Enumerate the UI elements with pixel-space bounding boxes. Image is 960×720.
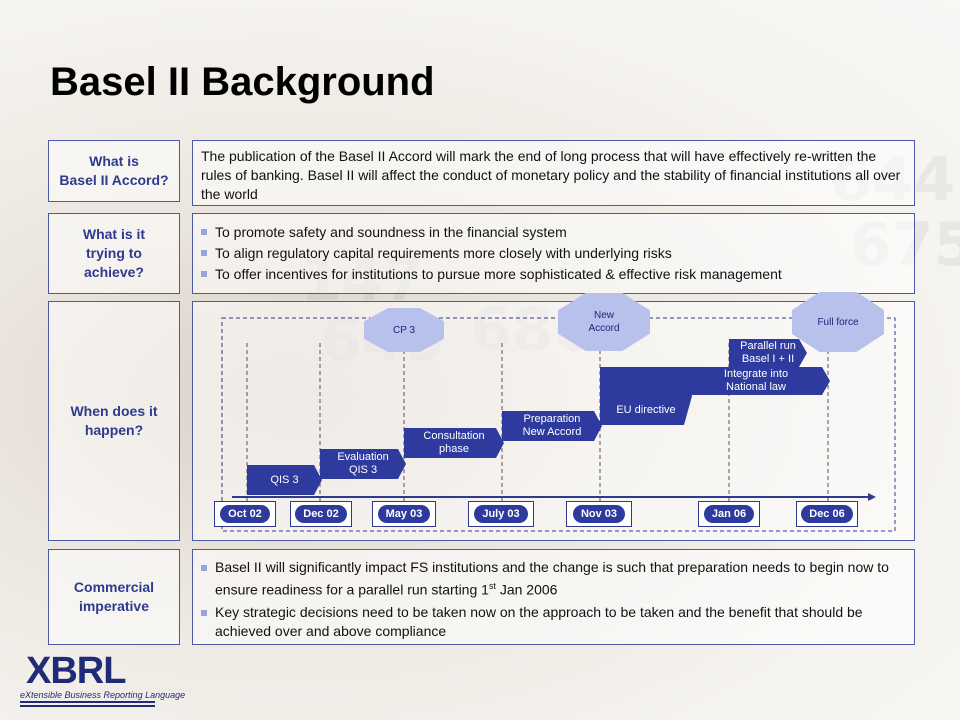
date-jan-06: Jan 06	[698, 501, 760, 527]
logo-wordmark: XBRL	[26, 650, 126, 692]
commercial-label: Commercial imperative	[73, 579, 155, 614]
step-label: Evaluation QIS 3	[337, 451, 389, 476]
xbrl-logo: XBRL eXtensible Business Reporting Langu…	[20, 650, 185, 708]
commercial-bullet-list: Basel II will significantly impact FS in…	[193, 550, 914, 641]
what-is-text: The publication of the Basel II Accord w…	[201, 148, 901, 202]
commercial-bullet: Basel II will significantly impact FS in…	[201, 558, 904, 600]
step-preparation-new-accord: Preparation New Accord	[502, 411, 602, 441]
trying-bullet: To promote safety and soundness in the f…	[201, 222, 904, 243]
timeline: QIS 3 Evaluation QIS 3 Consultation phas…	[192, 292, 915, 541]
when-label: When does it happen?	[70, 403, 158, 438]
commercial-content-box: Basel II will significantly impact FS in…	[192, 549, 915, 645]
step-label: QIS 3	[270, 473, 299, 486]
trying-content-box: To promote safety and soundness in the f…	[192, 213, 915, 294]
commercial-bullet-text: Basel II will significantly impact FS in…	[215, 559, 889, 598]
date-label: Jan 06	[703, 505, 755, 523]
date-label: Dec 02	[295, 505, 347, 523]
step-label: Integrate into National law	[723, 368, 789, 393]
page-title: Basel II Background	[50, 60, 435, 104]
step-integrate-national-law: Integrate into National law	[682, 367, 830, 395]
date-label: Nov 03	[572, 505, 626, 523]
commercial-label-box: Commercial imperative	[48, 549, 180, 645]
step-label: Parallel run Basel I + II	[740, 340, 796, 365]
commercial-bullet-date: Jan 2006	[495, 581, 558, 598]
date-nov-03: Nov 03	[566, 501, 632, 527]
milestone-full-force: Full force	[792, 292, 884, 352]
trying-bullet: To align regulatory capital requirements…	[201, 243, 904, 264]
step-qis3: QIS 3	[247, 465, 322, 495]
milestone-cp3: CP 3	[364, 308, 444, 352]
milestone-new-accord: New Accord	[558, 293, 650, 351]
what-is-content-box: The publication of the Basel II Accord w…	[192, 140, 915, 206]
what-is-label: What is Basel II Accord?	[59, 153, 169, 188]
milestone-label: Full force	[817, 316, 859, 328]
what-is-label-box: What is Basel II Accord?	[48, 140, 180, 202]
when-label-box: When does it happen?	[48, 301, 180, 541]
step-evaluation-qis3: Evaluation QIS 3	[320, 449, 406, 479]
date-july-03: July 03	[468, 501, 534, 527]
date-oct-02: Oct 02	[214, 501, 276, 527]
milestone-label: New Accord	[588, 310, 620, 334]
date-label: Oct 02	[220, 505, 270, 523]
step-parallel-run: Parallel run Basel I + II	[729, 339, 807, 367]
logo-subtitle: eXtensible Business Reporting Language	[20, 690, 186, 700]
ordinal-suffix: st	[488, 581, 496, 591]
date-may-03: May 03	[372, 501, 436, 527]
step-eu-directive: EU directive	[600, 367, 692, 425]
trying-label-box: What is it trying to achieve?	[48, 213, 180, 294]
date-label: Dec 06	[801, 505, 853, 523]
date-label: July 03	[474, 505, 528, 523]
date-dec-02: Dec 02	[290, 501, 352, 527]
commercial-bullet: Key strategic decisions need to be taken…	[201, 603, 904, 641]
logo-underline-icon	[20, 701, 155, 707]
date-label: May 03	[377, 505, 431, 523]
trying-label: What is it trying to achieve?	[82, 226, 146, 280]
step-consultation-phase: Consultation phase	[404, 428, 504, 458]
milestone-label: CP 3	[392, 324, 416, 336]
trying-bullet: To offer incentives for institutions to …	[201, 264, 904, 285]
step-label: Consultation phase	[423, 430, 485, 455]
step-label: Preparation New Accord	[522, 413, 582, 438]
timeline-arrow-head	[868, 493, 876, 501]
date-dec-06: Dec 06	[796, 501, 858, 527]
step-label: EU directive	[616, 404, 676, 416]
trying-bullet-list: To promote safety and soundness in the f…	[193, 214, 914, 285]
